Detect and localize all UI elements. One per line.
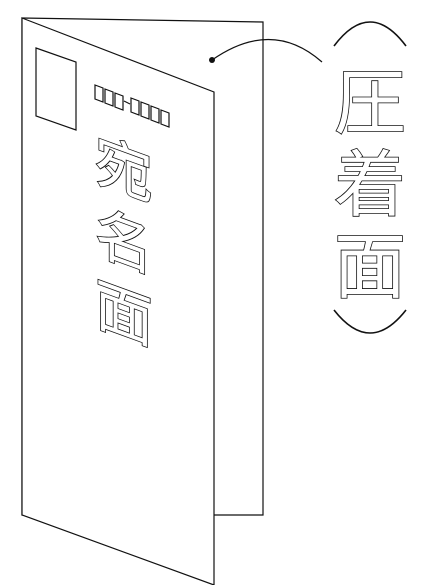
leader-line [209,38,323,63]
side-char-3: 面 [334,225,406,309]
side-char-2: 着 [334,143,406,227]
front-face-label: 宛 名 面 [94,125,154,360]
bottom-bracket [333,309,407,334]
front-panel [21,17,215,585]
front-char-2: 名 [95,198,153,287]
side-char-1: 圧 [334,61,406,145]
stamp-area [35,47,77,131]
side-label: 圧 着 面 [333,60,407,310]
postal-code-boxes [94,84,170,128]
top-bracket [333,21,407,47]
